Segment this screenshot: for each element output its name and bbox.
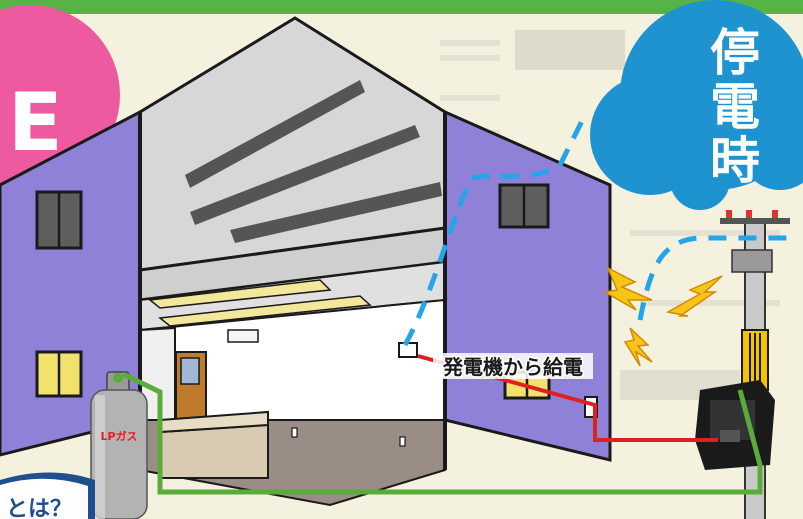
generator-callout: 発電機から給電 — [433, 353, 593, 381]
broken-grid-line — [637, 235, 790, 321]
lp-gas-cylinder-icon: LPガス — [90, 371, 148, 519]
lightning-icon — [665, 275, 723, 317]
lightning-icon — [623, 327, 653, 367]
generator-icon — [695, 380, 775, 470]
outage-title-char-3: 時 — [710, 132, 760, 190]
gas-supply-line — [121, 371, 763, 495]
ceiling-beam-1 — [185, 80, 365, 188]
ceiling-light-2 — [158, 295, 372, 327]
outage-title-char-2: 電 — [710, 78, 760, 136]
counter — [159, 423, 269, 479]
window-icon — [35, 190, 83, 250]
top-banner — [0, 0, 803, 14]
generator-callout-text: 発電機から給電 — [442, 355, 583, 379]
window-icon — [498, 183, 550, 229]
lightning-icon — [602, 266, 653, 311]
power-outlet-icon — [291, 427, 298, 438]
left-blob-char: E — [8, 76, 63, 169]
power-outlet-icon — [399, 436, 406, 447]
bottom-left-tab: とは？ — [0, 472, 95, 519]
building — [0, 16, 612, 507]
windows — [35, 183, 551, 400]
outage-cloud: 停 電 時 — [590, 0, 803, 210]
faded-background-text — [440, 30, 780, 400]
ceiling-light-1 — [148, 279, 332, 309]
lp-gas-label: LPガス — [100, 429, 137, 443]
air-conditioner-icon — [227, 329, 259, 343]
ceiling-beam-2 — [190, 125, 420, 225]
door-window — [180, 357, 200, 385]
window-icon — [35, 350, 83, 398]
bottom-left-partial-text: とは？ — [6, 497, 72, 519]
ceiling-beam-3 — [230, 182, 442, 243]
outage-title-char-1: 停 — [710, 24, 760, 82]
wireless-signal-line — [402, 113, 588, 347]
power-outlet-icon — [398, 342, 418, 358]
